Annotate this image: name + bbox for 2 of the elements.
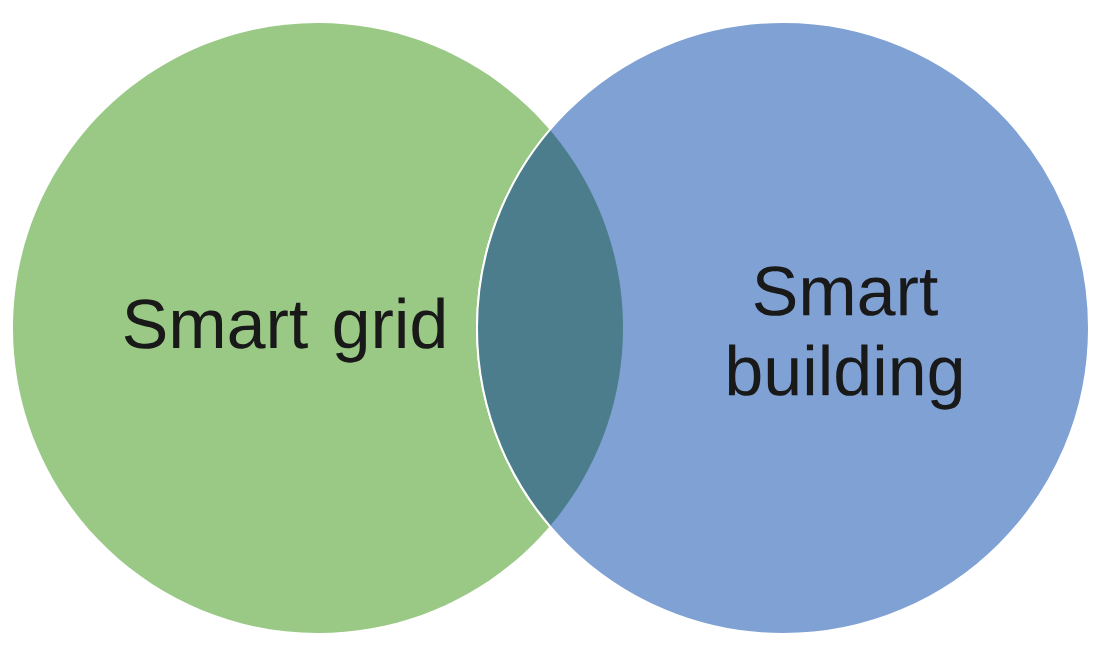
node-label: Smart grid [124,297,444,363]
node-label: Smart building [728,266,962,410]
